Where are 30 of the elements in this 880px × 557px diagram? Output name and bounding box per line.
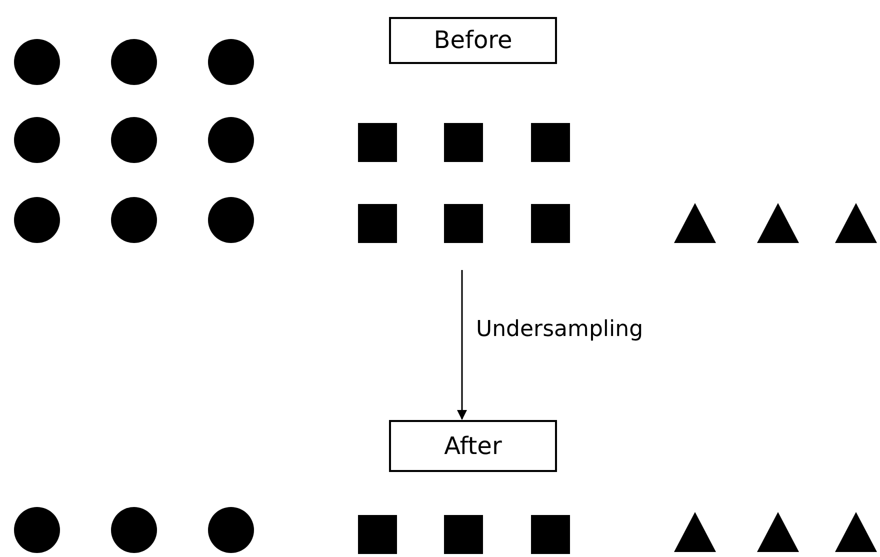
circle-marker <box>14 39 60 85</box>
triangle-marker <box>674 512 716 552</box>
triangle-marker <box>835 512 877 552</box>
label-box: After <box>389 420 557 472</box>
square-marker <box>530 122 570 162</box>
square-marker <box>530 204 570 242</box>
square-marker <box>358 514 396 554</box>
triangle-marker <box>757 203 799 243</box>
circle-marker <box>111 507 157 553</box>
circle-marker <box>208 39 254 85</box>
circle-marker <box>14 197 60 243</box>
label-box: Before <box>389 16 557 64</box>
circle-marker <box>111 39 157 85</box>
circle-marker <box>111 197 157 243</box>
circle-marker <box>14 507 60 553</box>
square-marker <box>444 204 482 242</box>
triangle-marker <box>835 203 877 243</box>
circle-marker <box>208 507 254 553</box>
circle-marker <box>208 117 254 163</box>
edge-label: Undersampling <box>476 316 644 342</box>
circle-marker <box>111 117 157 163</box>
circle-marker <box>208 197 254 243</box>
square-marker <box>444 122 482 162</box>
square-marker <box>358 122 396 162</box>
triangle-marker <box>757 512 799 552</box>
circle-marker <box>14 117 60 163</box>
square-marker <box>358 204 396 242</box>
square-marker <box>530 514 570 554</box>
square-marker <box>444 514 482 554</box>
triangle-marker <box>674 203 716 243</box>
